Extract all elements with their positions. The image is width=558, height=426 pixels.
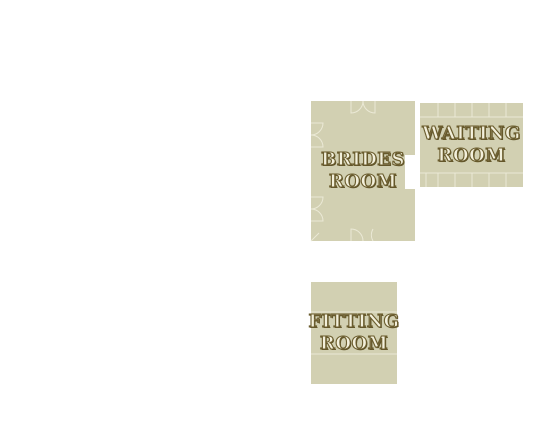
fitting-room-label-line2: ROOM	[319, 332, 389, 354]
room-brides[interactable]: BRIDES ROOM	[310, 100, 415, 242]
brides-room-label-line1: BRIDES	[320, 148, 405, 170]
waiting-room-label-line1: WAITING	[422, 122, 521, 144]
fitting-room-label: FITTING ROOM	[308, 310, 400, 355]
waiting-room-label-line2: ROOM	[437, 144, 506, 166]
waiting-room-floorplan	[420, 103, 523, 187]
brides-room-notch	[405, 155, 415, 189]
brides-room-label-line2: ROOM	[328, 170, 398, 192]
brides-room-floorplan	[310, 100, 376, 242]
brides-room-label: BRIDES ROOM	[320, 148, 405, 193]
room-waiting[interactable]: WAITING ROOM	[420, 103, 523, 187]
fitting-room-floorplan	[311, 311, 397, 355]
room-fitting[interactable]: FITTING ROOM	[308, 282, 400, 384]
waiting-room-label: WAITING ROOM	[422, 122, 521, 167]
fitting-room-label-line1: FITTING	[308, 310, 400, 332]
